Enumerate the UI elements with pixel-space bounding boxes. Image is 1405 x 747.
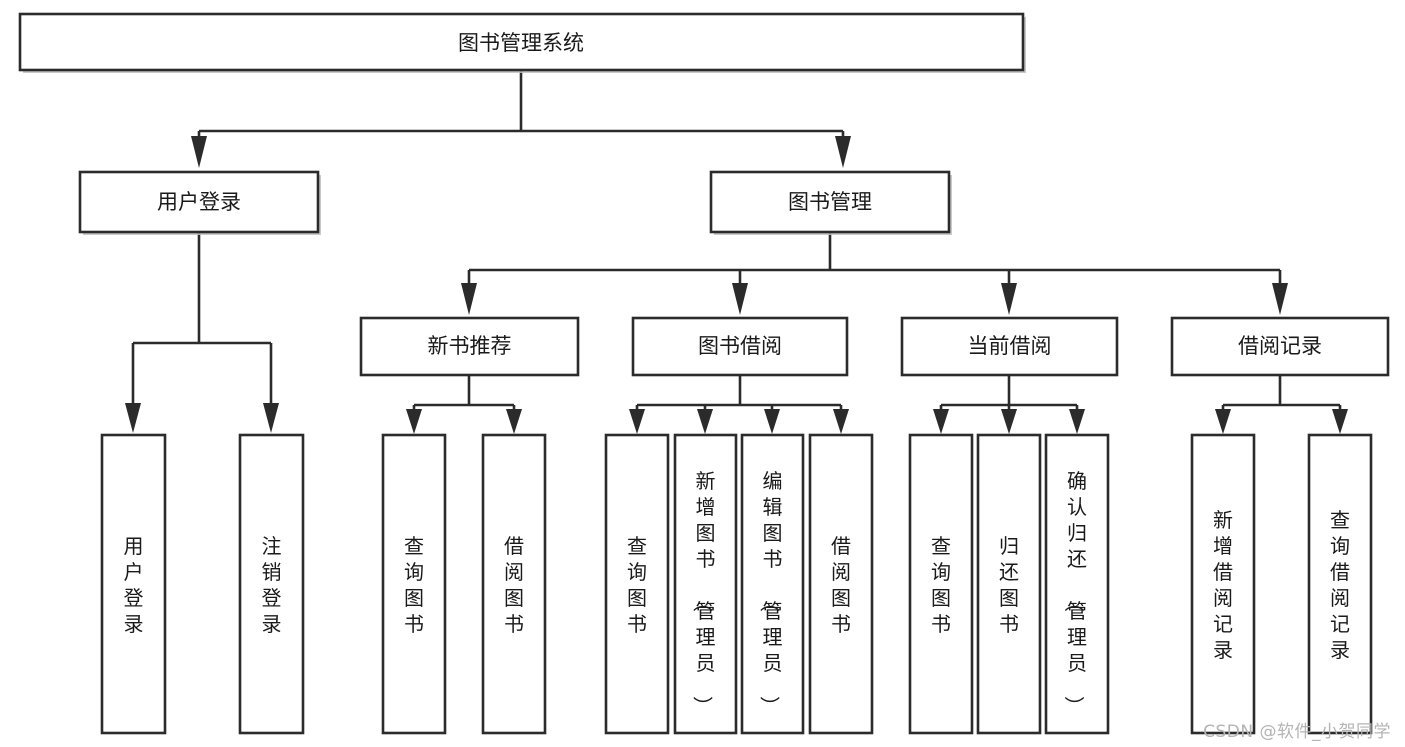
arrow-head-bookborrow-leaf-3 (764, 409, 780, 434)
leaf-node-query-book-newbook-label: 查询图书 (404, 534, 424, 636)
node-book-borrow-label: 图书借阅 (698, 334, 782, 358)
arrow-head-book-borrow (732, 283, 748, 315)
arrow-head-borrowrecord-leaf-1 (1215, 409, 1231, 434)
leaf-node-confirm-return-admin-rect (1044, 433, 1110, 735)
leaf-node-borrow-book-newbook-rect (481, 433, 547, 735)
leaf-node-return-book-label: 归还图书 (999, 534, 1019, 636)
node-borrow-record-label: 借阅记录 (1238, 334, 1322, 358)
node-root-system[interactable]: 图书管理系统 (18, 12, 1026, 73)
arrow-head-currentborrow-leaf-1 (933, 409, 949, 434)
node-new-book-recommend[interactable]: 新书推荐 (359, 316, 580, 377)
node-user-login-rect (78, 170, 320, 234)
leaf-node-borrow-book-newbook[interactable]: 借阅图书 (481, 433, 547, 735)
leaf-node-query-book-borrow[interactable]: 查询图书 (604, 433, 670, 735)
leaf-node-borrow-book-borrow-label: 借阅图书 (831, 534, 851, 636)
arrow-head-newbook-leaf-2 (506, 409, 522, 434)
leaf-node-query-book-newbook-rect (381, 433, 447, 735)
leaf-node-add-book-admin[interactable]: 新增图书（管理员） (673, 433, 738, 735)
leaf-node-query-book-borrow-rect (604, 433, 670, 735)
leaf-node-return-book-rect (976, 433, 1042, 735)
leaf-nodes-group: 用户登录 注销登录 查询图书 借阅图书 查询图书 新 (100, 433, 1373, 735)
arrow-head-current-borrow (1001, 283, 1017, 315)
node-current-borrow-rect (900, 316, 1119, 377)
arrow-head-new-book-rec (461, 283, 477, 315)
leaf-node-borrow-book-borrow[interactable]: 借阅图书 (808, 433, 874, 735)
leaf-node-borrow-book-borrow-rect (808, 433, 874, 735)
node-borrow-record-rect (1170, 316, 1390, 377)
leaf-node-add-book-admin-label: 新增图书（管理员） (691, 469, 716, 716)
leaf-node-logout[interactable]: 注销登录 (238, 433, 305, 735)
leaf-node-query-book-current-label: 查询图书 (931, 534, 951, 636)
node-user-login[interactable]: 用户登录 (78, 170, 321, 235)
node-current-borrow[interactable]: 当前借阅 (900, 316, 1119, 377)
leaf-node-query-book-current[interactable]: 查询图书 (908, 433, 974, 735)
arrow-head-bookborrow-leaf-1 (629, 409, 645, 434)
leaf-node-confirm-return-admin-label: 确认归还（管理员） (1062, 469, 1087, 716)
node-book-manage[interactable]: 图书管理 (709, 170, 952, 235)
leaf-node-edit-book-admin-label: 编辑图书（管理员） (758, 469, 783, 716)
node-root-label: 图书管理系统 (458, 31, 584, 55)
arrow-head-bookborrow-leaf-4 (833, 409, 849, 434)
leaf-node-user-login-label: 用户登录 (124, 534, 144, 636)
node-book-borrow-rect (631, 316, 849, 377)
leaf-node-user-login[interactable]: 用户登录 (100, 433, 167, 735)
arrow-head-currentborrow-leaf-3 (1069, 409, 1085, 434)
node-book-manage-rect (709, 170, 951, 234)
arrow-head-currentborrow-leaf-2 (1001, 409, 1017, 434)
leaf-node-add-book-admin-rect (673, 433, 738, 735)
arrow-head-user-login (191, 136, 207, 168)
leaf-node-return-book[interactable]: 归还图书 (976, 433, 1042, 735)
arrow-head-leaf-user-login (125, 403, 141, 433)
node-new-book-recommend-label: 新书推荐 (428, 334, 512, 358)
node-user-login-label: 用户登录 (157, 190, 241, 214)
leaf-node-query-book-newbook[interactable]: 查询图书 (381, 433, 447, 735)
arrow-head-newbook-leaf-1 (406, 409, 422, 434)
leaf-node-query-borrow-record[interactable]: 查询借阅记录 (1307, 433, 1373, 735)
leaf-node-add-borrow-record-label: 新增借阅记录 (1213, 508, 1233, 662)
leaf-node-query-book-borrow-label: 查询图书 (627, 534, 647, 636)
leaf-node-add-borrow-record[interactable]: 新增借阅记录 (1190, 433, 1256, 735)
node-current-borrow-label: 当前借阅 (968, 334, 1052, 358)
node-book-manage-label: 图书管理 (788, 190, 872, 214)
arrow-head-bookborrow-leaf-2 (697, 409, 713, 434)
node-book-borrow[interactable]: 图书借阅 (631, 316, 849, 377)
leaf-node-query-borrow-record-rect (1307, 433, 1373, 735)
leaf-node-logout-rect (238, 433, 305, 735)
node-borrow-record[interactable]: 借阅记录 (1170, 316, 1390, 377)
node-new-book-recommend-rect (359, 316, 580, 377)
leaf-node-query-book-current-rect (908, 433, 974, 735)
leaf-node-edit-book-admin-rect (740, 433, 805, 735)
node-root-rect (18, 12, 1025, 72)
leaf-node-confirm-return-admin[interactable]: 确认归还（管理员） (1044, 433, 1110, 735)
leaf-node-borrow-book-newbook-label: 借阅图书 (504, 534, 524, 636)
leaf-node-user-login-rect (100, 433, 167, 735)
leaf-node-add-borrow-record-rect (1190, 433, 1256, 735)
leaf-node-edit-book-admin[interactable]: 编辑图书（管理员） (740, 433, 805, 735)
arrow-head-leaf-logout (263, 403, 279, 433)
arrow-head-borrowrecord-leaf-2 (1332, 409, 1348, 434)
leaf-node-logout-label: 注销登录 (262, 534, 282, 636)
leaf-node-query-borrow-record-label: 查询借阅记录 (1330, 508, 1350, 662)
connector-group (125, 71, 1348, 434)
arrow-head-borrow-record (1272, 283, 1288, 315)
arrow-head-book-manage (835, 136, 851, 168)
